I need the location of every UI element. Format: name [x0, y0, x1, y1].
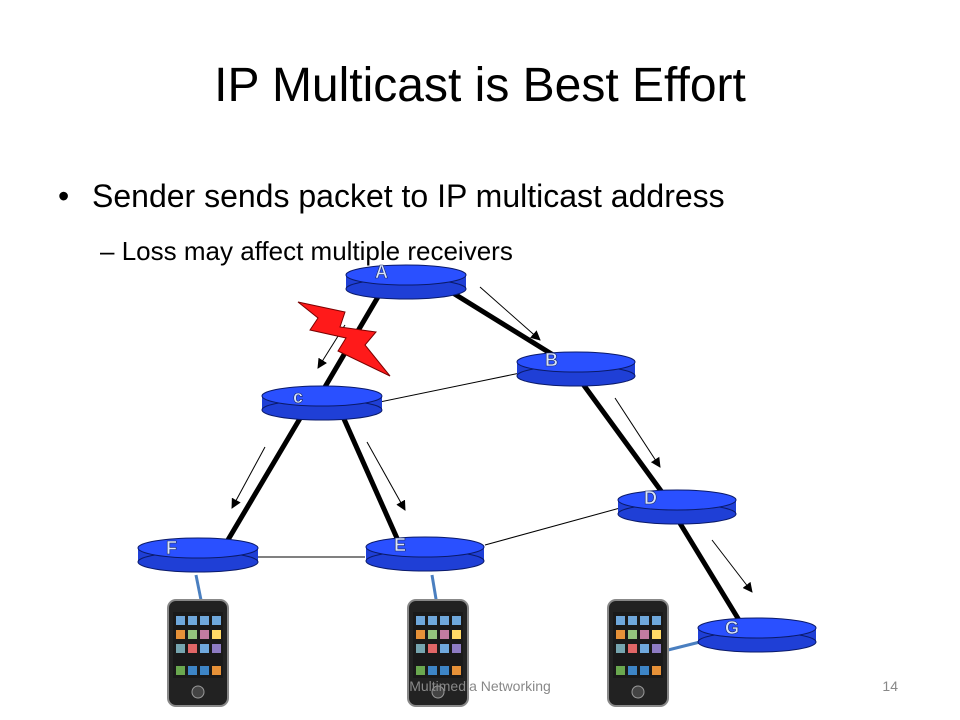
bullet-level-1: • Sender sends packet to IP multicast add… — [58, 178, 725, 215]
link-c-b — [379, 371, 526, 403]
router-label: E — [394, 535, 406, 555]
router-label: G — [725, 618, 739, 638]
router-label: D — [644, 488, 657, 508]
link-e-d — [484, 507, 621, 546]
router-d: D — [617, 488, 737, 525]
phone-icon — [407, 599, 469, 707]
arrow-b-d — [614, 397, 661, 468]
link-b-d — [577, 378, 667, 497]
router-label: B — [545, 350, 558, 370]
loss-lightning-icon — [297, 301, 391, 377]
bullet-marker: • — [58, 178, 70, 214]
packet-arrows — [231, 286, 753, 593]
router-f: F — [137, 537, 259, 573]
phone-icon — [607, 599, 669, 707]
router-label: c — [293, 387, 303, 407]
slide-title: IP Multicast is Best Effort — [214, 59, 746, 112]
router-c: c — [261, 385, 383, 421]
router-a: A — [345, 262, 467, 300]
bullet-level-2: – Loss may affect multiple receivers — [100, 236, 513, 267]
arrow-d-g — [711, 539, 753, 593]
router-b: B — [516, 350, 636, 387]
slide-footer: Multimedia Networking — [409, 678, 551, 694]
phone-icon — [167, 599, 229, 707]
arrow-a-b — [479, 286, 541, 341]
link-c-e — [337, 408, 403, 547]
router-label: A — [375, 262, 388, 282]
other-links — [258, 371, 621, 558]
link-a-b — [438, 282, 560, 361]
router-label: F — [166, 538, 177, 558]
bullet-marker: – — [100, 236, 115, 266]
arrow-c-f — [231, 446, 266, 509]
page-number: 14 — [882, 678, 898, 694]
bullet-text: Loss may affect multiple receivers — [121, 236, 513, 266]
arrow-c-e — [366, 441, 406, 511]
router-e: E — [365, 535, 485, 572]
tree-links — [219, 282, 745, 627]
link-c-f — [219, 408, 308, 552]
router-g: G — [697, 617, 817, 653]
link-d-g — [675, 518, 745, 627]
bullet-text: Sender sends packet to IP multicast addr… — [92, 178, 725, 214]
